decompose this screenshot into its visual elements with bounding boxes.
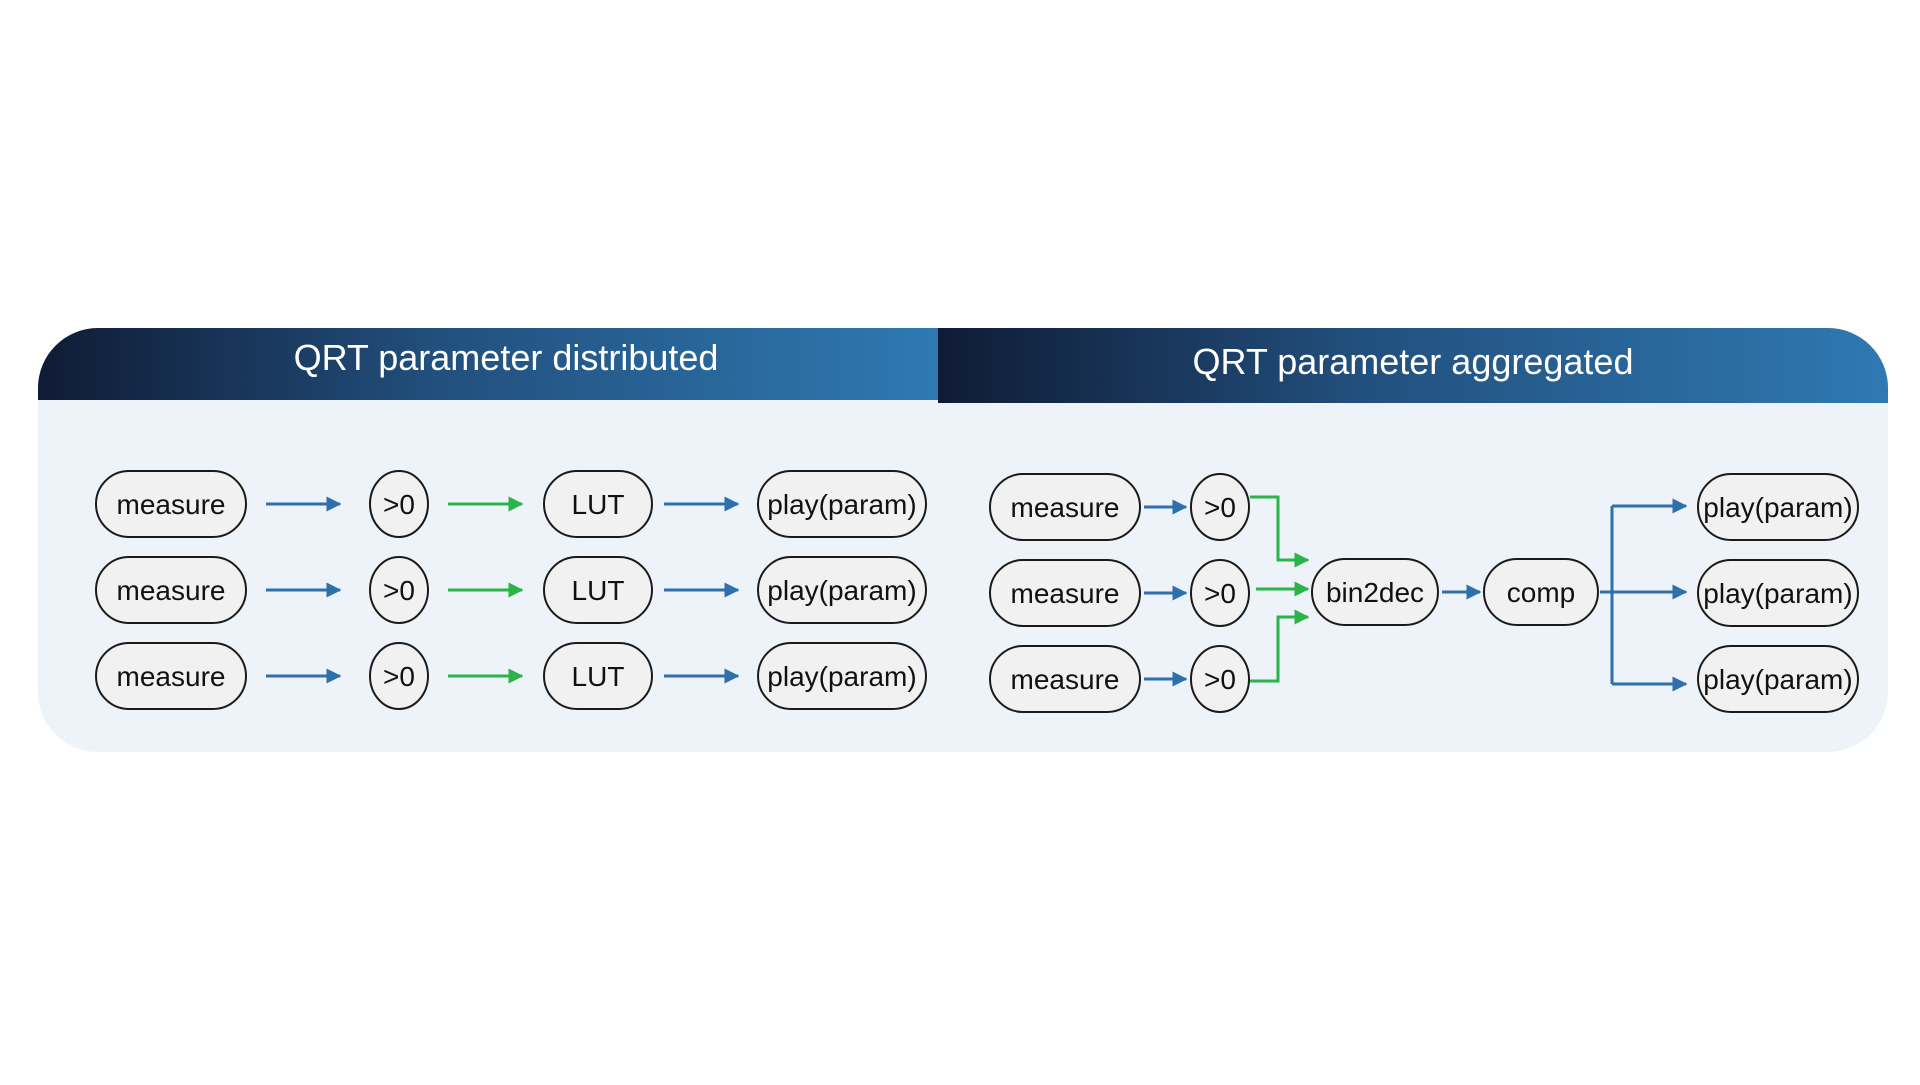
- measure-node: [989, 645, 1141, 713]
- distributed-header-bar: [38, 328, 938, 400]
- bin2dec-node: [1311, 558, 1439, 626]
- threshold-node: [1190, 645, 1250, 713]
- comp-node-label: comp: [1507, 577, 1575, 608]
- comp-node: [1483, 558, 1599, 626]
- lut-node: [543, 556, 653, 624]
- threshold-node: [1190, 473, 1250, 541]
- lut-node-label: LUT: [572, 661, 625, 692]
- lut-node: [543, 642, 653, 710]
- play-node: [1697, 559, 1859, 627]
- play-node-label: play(param): [1703, 578, 1852, 609]
- measure-node: [989, 559, 1141, 627]
- measure-node: [95, 470, 247, 538]
- measure-node: [989, 473, 1141, 541]
- threshold-node-label: >0: [383, 489, 415, 520]
- threshold-node-label: >0: [1204, 664, 1236, 695]
- bin2dec-node-label: bin2dec: [1326, 577, 1424, 608]
- play-node: [757, 556, 927, 624]
- measure-node-label: measure: [1011, 664, 1120, 695]
- measure-node-label: measure: [1011, 492, 1120, 523]
- measure-node: [95, 642, 247, 710]
- play-node-label: play(param): [1703, 492, 1852, 523]
- play-node: [1697, 473, 1859, 541]
- threshold-node-label: >0: [383, 575, 415, 606]
- distributed-row-1: measure >0 LUT play(param): [95, 470, 927, 538]
- aggregated-panel-title: QRT parameter aggregated: [1193, 341, 1634, 382]
- connector-threshold-3-to-bin2dec: [1250, 609, 1310, 683]
- measure-node-label: measure: [1011, 578, 1120, 609]
- aggregated-header-bar: [938, 328, 1888, 403]
- distributed-row-3: measure >0 LUT play(param): [95, 642, 927, 710]
- threshold-node: [369, 556, 429, 624]
- distributed-panel-title: QRT parameter distributed: [294, 337, 719, 378]
- lut-node-label: LUT: [572, 489, 625, 520]
- play-node-label: play(param): [767, 575, 916, 606]
- aggregated-inputs: measure measure measure >0 >0 >0: [989, 473, 1310, 713]
- threshold-node-label: >0: [1204, 578, 1236, 609]
- play-node: [757, 470, 927, 538]
- play-node: [1697, 645, 1859, 713]
- distributed-row-2: measure >0 LUT play(param): [95, 556, 927, 624]
- play-node-label: play(param): [767, 661, 916, 692]
- threshold-node: [369, 470, 429, 538]
- measure-node-label: measure: [117, 575, 226, 606]
- aggregated-outputs: play(param) play(param) play(param): [1600, 473, 1859, 713]
- threshold-node: [369, 642, 429, 710]
- threshold-node-label: >0: [383, 661, 415, 692]
- measure-node-label: measure: [117, 661, 226, 692]
- lut-node-label: LUT: [572, 575, 625, 606]
- play-node: [757, 642, 927, 710]
- threshold-node: [1190, 559, 1250, 627]
- lut-node: [543, 470, 653, 538]
- play-node-label: play(param): [767, 489, 916, 520]
- threshold-node-label: >0: [1204, 492, 1236, 523]
- measure-node-label: measure: [117, 489, 226, 520]
- panel-background: [38, 328, 1888, 752]
- aggregated-processing: bin2dec comp: [1311, 558, 1599, 626]
- measure-node: [95, 556, 247, 624]
- connector-threshold-1-to-bin2dec: [1250, 495, 1310, 568]
- play-node-label: play(param): [1703, 664, 1852, 695]
